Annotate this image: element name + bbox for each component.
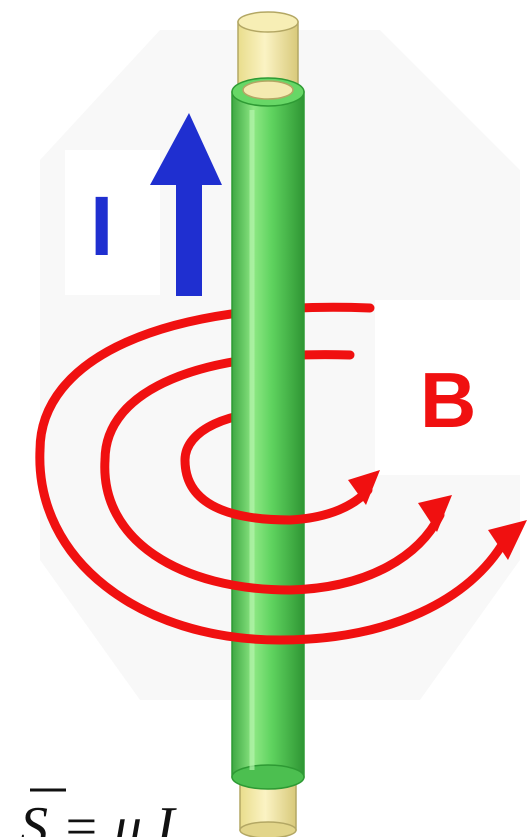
label-I-backdrop [65, 150, 160, 295]
wire-core-bottom-cap [239, 821, 297, 837]
wire-insulation [231, 91, 305, 778]
wire-core-section [242, 80, 294, 100]
field-arrowheads [348, 470, 527, 560]
current-label: I [90, 179, 113, 273]
curved-arrow-icon [488, 520, 527, 560]
curved-arrow-icon [418, 495, 452, 532]
field-loop-inner-front [180, 455, 373, 525]
field-lines-front [35, 445, 510, 645]
label-B-backdrop [375, 300, 530, 475]
field-loop-outer-front [35, 445, 510, 645]
field-label: B [420, 356, 476, 444]
wire-core-top-cap [237, 11, 299, 33]
field-loop-middle-front [100, 455, 445, 595]
up-arrow-icon [150, 113, 222, 296]
curved-arrow-icon [348, 470, 380, 505]
formula-text: S = μ I [20, 796, 177, 837]
wire-insulation-bottom [231, 764, 305, 790]
